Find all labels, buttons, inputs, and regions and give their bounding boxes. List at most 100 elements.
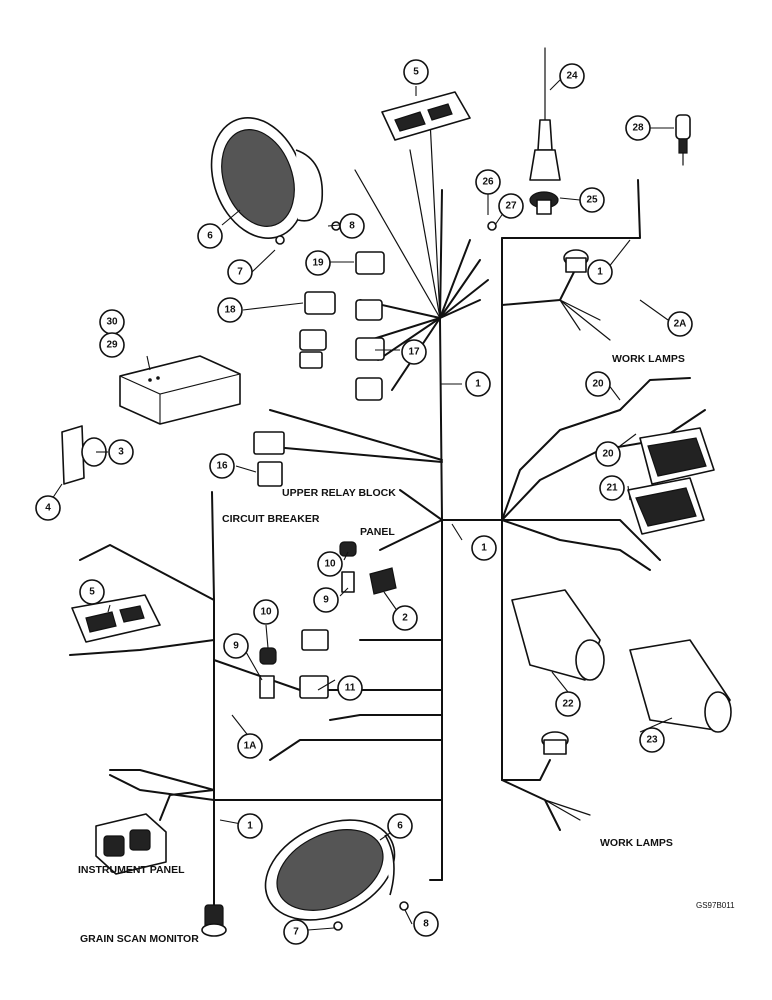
speaker-upper [210, 117, 324, 239]
svg-text:28: 28 [632, 123, 644, 134]
upper-relay-block-label: UPPER RELAY BLOCK [282, 487, 396, 499]
callout-5-upper: 5 [403, 59, 429, 85]
switch-plate [61, 425, 107, 485]
svg-text:11: 11 [345, 683, 356, 694]
callout-20-upper: 20 [585, 371, 611, 397]
marker-lamps [627, 427, 715, 535]
callout-30: 30 [99, 309, 125, 335]
svg-text:2: 2 [402, 613, 408, 624]
svg-text:24: 24 [566, 71, 578, 82]
callout-6-lower: 6 [387, 813, 413, 839]
grain-scan-monitor-plug [201, 879, 227, 937]
callout-21: 21 [599, 475, 625, 501]
svg-text:6: 6 [207, 231, 213, 242]
callout-1-lower: 1 [237, 813, 263, 839]
lamp-socket-lower [541, 731, 569, 755]
svg-text:20: 20 [592, 379, 604, 390]
svg-text:16: 16 [216, 461, 228, 472]
dome-light-upper [381, 91, 471, 141]
work-lamps-lower-label: WORK LAMPS [600, 837, 673, 849]
svg-text:7: 7 [293, 927, 299, 938]
callout-5-lower: 5 [79, 579, 105, 605]
callout-8-upper: 8 [339, 213, 365, 239]
svg-text:5: 5 [89, 587, 95, 598]
figure-code: GS97B011 [696, 901, 735, 910]
callout-19: 19 [305, 250, 331, 276]
svg-text:10: 10 [260, 607, 272, 618]
callout-1-relay: 1 [465, 371, 491, 397]
svg-text:4: 4 [45, 503, 51, 514]
callout-10-lower: 10 [253, 599, 279, 625]
callout-22: 22 [555, 691, 581, 717]
callout-7-upper: 7 [227, 259, 253, 285]
dome-light-lower [71, 594, 161, 643]
callout-18: 18 [217, 297, 243, 323]
callout-1a: 1A [237, 733, 263, 759]
svg-text:19: 19 [312, 258, 324, 269]
callout-10-upper: 10 [317, 551, 343, 577]
antenna [529, 47, 561, 181]
callout-9-lower: 9 [223, 633, 249, 659]
svg-text:29: 29 [106, 340, 118, 351]
speaker-lower [264, 819, 396, 921]
svg-text:10: 10 [324, 559, 336, 570]
lamp-socket-upper [563, 249, 589, 273]
svg-text:8: 8 [423, 919, 429, 930]
svg-text:3: 3 [118, 447, 124, 458]
svg-text:9: 9 [323, 595, 329, 606]
callout-1-center: 1 [471, 535, 497, 561]
svg-text:2A: 2A [674, 319, 687, 330]
svg-text:23: 23 [646, 735, 658, 746]
callout-6-upper: 6 [197, 223, 223, 249]
rocker-switches [299, 251, 385, 401]
svg-text:1: 1 [597, 267, 603, 278]
circuit-breaker-label: CIRCUIT BREAKER [222, 513, 320, 525]
svg-text:1: 1 [481, 543, 487, 554]
callout-28: 28 [625, 115, 651, 141]
callout-2a: 2A [667, 311, 693, 337]
fasteners [275, 221, 497, 931]
relays [253, 431, 285, 487]
svg-text:5: 5 [413, 67, 419, 78]
svg-text:1: 1 [475, 379, 481, 390]
svg-text:6: 6 [397, 821, 403, 832]
svg-text:26: 26 [482, 177, 494, 188]
callout-leaders [49, 77, 674, 932]
svg-text:30: 30 [106, 317, 118, 328]
instrument-panel-connector [95, 813, 167, 875]
callout-26: 26 [475, 169, 501, 195]
svg-text:18: 18 [224, 305, 236, 316]
callout-29: 29 [99, 332, 125, 358]
callout-7-lower: 7 [283, 919, 309, 945]
grain-scan-monitor-label: GRAIN SCAN MONITOR [80, 933, 199, 945]
svg-text:17: 17 [408, 347, 420, 358]
callout-9-upper: 9 [313, 587, 339, 613]
svg-text:25: 25 [586, 195, 598, 206]
svg-text:20: 20 [602, 449, 614, 460]
callout-20-lower: 20 [595, 441, 621, 467]
svg-text:9: 9 [233, 641, 239, 652]
instrument-panel-label: INSTRUMENT PANEL [78, 864, 185, 876]
callout-25: 25 [579, 187, 605, 213]
main-harness-wires [69, 119, 706, 906]
callout-23: 23 [639, 727, 665, 753]
work-lamps-upper-label: WORK LAMPS [612, 353, 685, 365]
callout-1-top-right: 1 [587, 259, 613, 285]
svg-text:1A: 1A [244, 741, 257, 752]
washer-motor [629, 639, 732, 733]
callout-3: 3 [108, 439, 134, 465]
svg-text:8: 8 [349, 221, 355, 232]
svg-text:21: 21 [606, 483, 618, 494]
callout-11: 11 [337, 675, 363, 701]
callout-27: 27 [498, 193, 524, 219]
callout-24: 24 [559, 63, 585, 89]
callout-4: 4 [35, 495, 61, 521]
panel-label: PANEL [360, 526, 395, 538]
pressure-switch [675, 114, 691, 166]
svg-text:1: 1 [247, 821, 253, 832]
wiper-motor [511, 589, 605, 681]
svg-text:7: 7 [237, 267, 243, 278]
knobs-and-connectors [259, 541, 397, 699]
antenna-base [529, 191, 559, 215]
